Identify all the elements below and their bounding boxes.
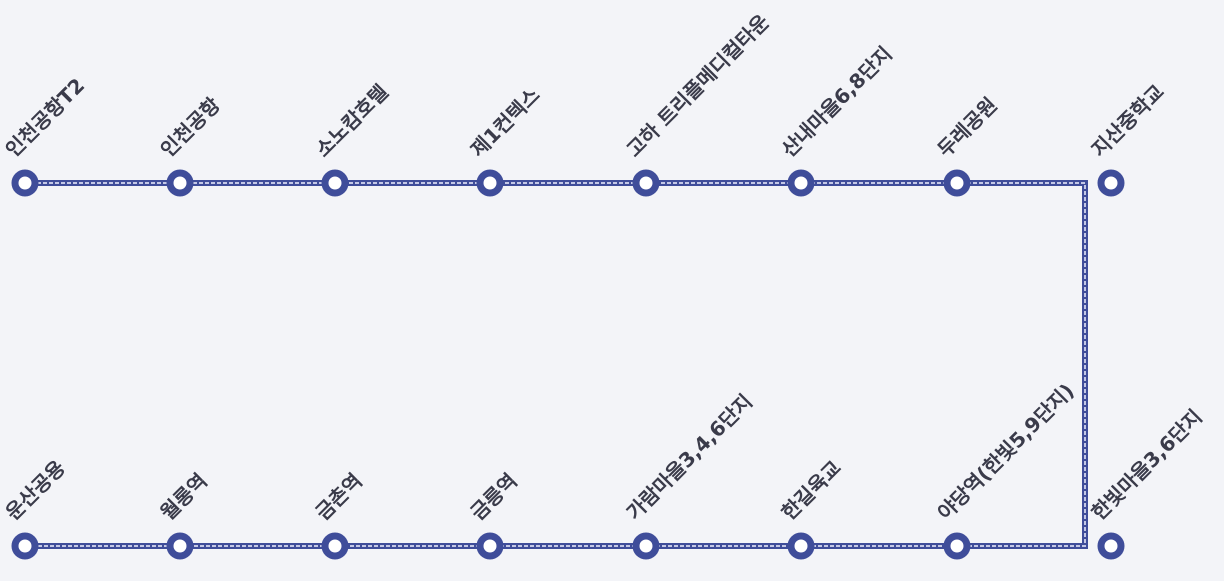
station-bottom-2[interactable]: [321, 532, 349, 560]
station-bottom-1[interactable]: [166, 532, 194, 560]
station-bottom-0[interactable]: [11, 532, 39, 560]
station-top-4[interactable]: [632, 169, 660, 197]
station-top-6[interactable]: [943, 169, 971, 197]
station-top-1[interactable]: [166, 169, 194, 197]
station-bottom-3[interactable]: [476, 532, 504, 560]
station-top-7[interactable]: [1097, 169, 1125, 197]
station-bottom-5[interactable]: [787, 532, 815, 560]
station-top-3[interactable]: [476, 169, 504, 197]
station-top-0[interactable]: [11, 169, 39, 197]
station-bottom-7[interactable]: [1097, 532, 1125, 560]
station-top-5[interactable]: [787, 169, 815, 197]
station-bottom-4[interactable]: [632, 532, 660, 560]
route-line-inner: [25, 182, 1086, 547]
station-bottom-6[interactable]: [943, 532, 971, 560]
station-top-2[interactable]: [321, 169, 349, 197]
